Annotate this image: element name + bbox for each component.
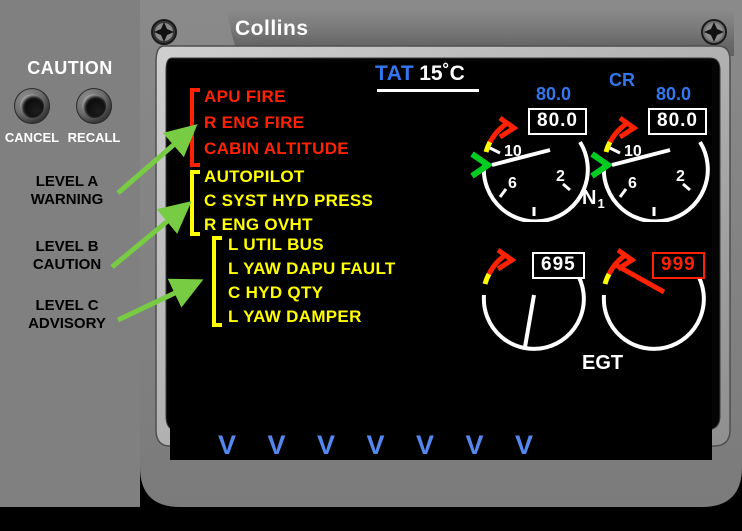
level-b-line2: CAUTION — [32, 256, 102, 273]
svg-text:2: 2 — [556, 168, 565, 185]
message-warning-0: APU FIRE — [204, 87, 286, 106]
level-c-line2: ADVISORY — [28, 315, 106, 332]
cancel-button-label: CANCEL — [4, 130, 60, 145]
message-advisory-3: L YAW DAMPER — [228, 307, 362, 326]
egt-left-digital: 695 — [532, 252, 585, 279]
svg-text:6: 6 — [508, 175, 517, 192]
message-warning-2: CABIN ALTITUDE — [204, 139, 349, 158]
n1-name: N — [582, 187, 597, 209]
message-advisory-1: L YAW DAPU FAULT — [228, 259, 396, 278]
recall-button[interactable] — [76, 88, 112, 124]
message-caution-1: C SYST HYD PRESS — [204, 191, 374, 210]
cancel-button[interactable] — [14, 88, 50, 124]
egt-right-gauge — [601, 247, 706, 351]
message-advisory-2: C HYD QTY — [228, 283, 324, 302]
svg-text:6: 6 — [628, 175, 637, 192]
n1-cruise-mode-label: CR — [609, 70, 635, 90]
n1-gauge-label: N1 — [582, 187, 605, 211]
n1-left-target: 80.0 — [536, 84, 572, 104]
svg-text:10: 10 — [504, 143, 522, 160]
level-c-label: LEVEL C ADVISORY — [2, 297, 132, 333]
n1-left-digital: 80.0 — [528, 108, 587, 135]
egt-right-digital: 999 — [652, 252, 705, 279]
n1-right-digital: 80.0 — [648, 108, 707, 135]
level-b-label: LEVEL B CAUTION — [2, 238, 132, 274]
brand-label: Collins — [235, 17, 309, 40]
caution-title: CAUTION — [27, 58, 113, 78]
svg-text:2: 2 — [676, 168, 685, 185]
tat-label: TAT — [375, 62, 415, 85]
screw-right-icon — [701, 19, 727, 45]
annotation-panel: CAUTION CANCEL RECALL LEVEL A WARNING LE… — [0, 0, 140, 507]
level-c-line1: LEVEL C — [35, 297, 99, 314]
level-a-line1: LEVEL A — [35, 173, 99, 190]
message-warning-1: R ENG FIRE — [204, 113, 305, 132]
level-b-line1: LEVEL B — [35, 238, 99, 255]
level-a-label: LEVEL A WARNING — [2, 173, 132, 209]
egt-gauge-label: EGT — [582, 352, 624, 374]
tat-value: 15˚C — [419, 62, 465, 85]
n1-right-gauge: 10 6 2 — [590, 115, 710, 222]
egt-left-gauge — [481, 247, 586, 351]
svg-text:10: 10 — [624, 143, 642, 160]
tat-underline — [377, 89, 479, 92]
n1-right-target: 80.0 — [656, 84, 692, 104]
recall-button-label: RECALL — [67, 130, 121, 145]
message-caution-0: AUTOPILOT — [204, 167, 305, 186]
screw-left-icon — [151, 19, 177, 45]
message-advisory-0: L UTIL BUS — [228, 235, 324, 254]
chevron-row: V V V V V V V — [218, 430, 546, 460]
level-a-line2: WARNING — [30, 191, 104, 208]
n1-left-gauge: 10 6 2 — [470, 115, 590, 222]
n1-subscript: 1 — [597, 196, 605, 211]
message-caution-2: R ENG OVHT — [204, 215, 313, 234]
